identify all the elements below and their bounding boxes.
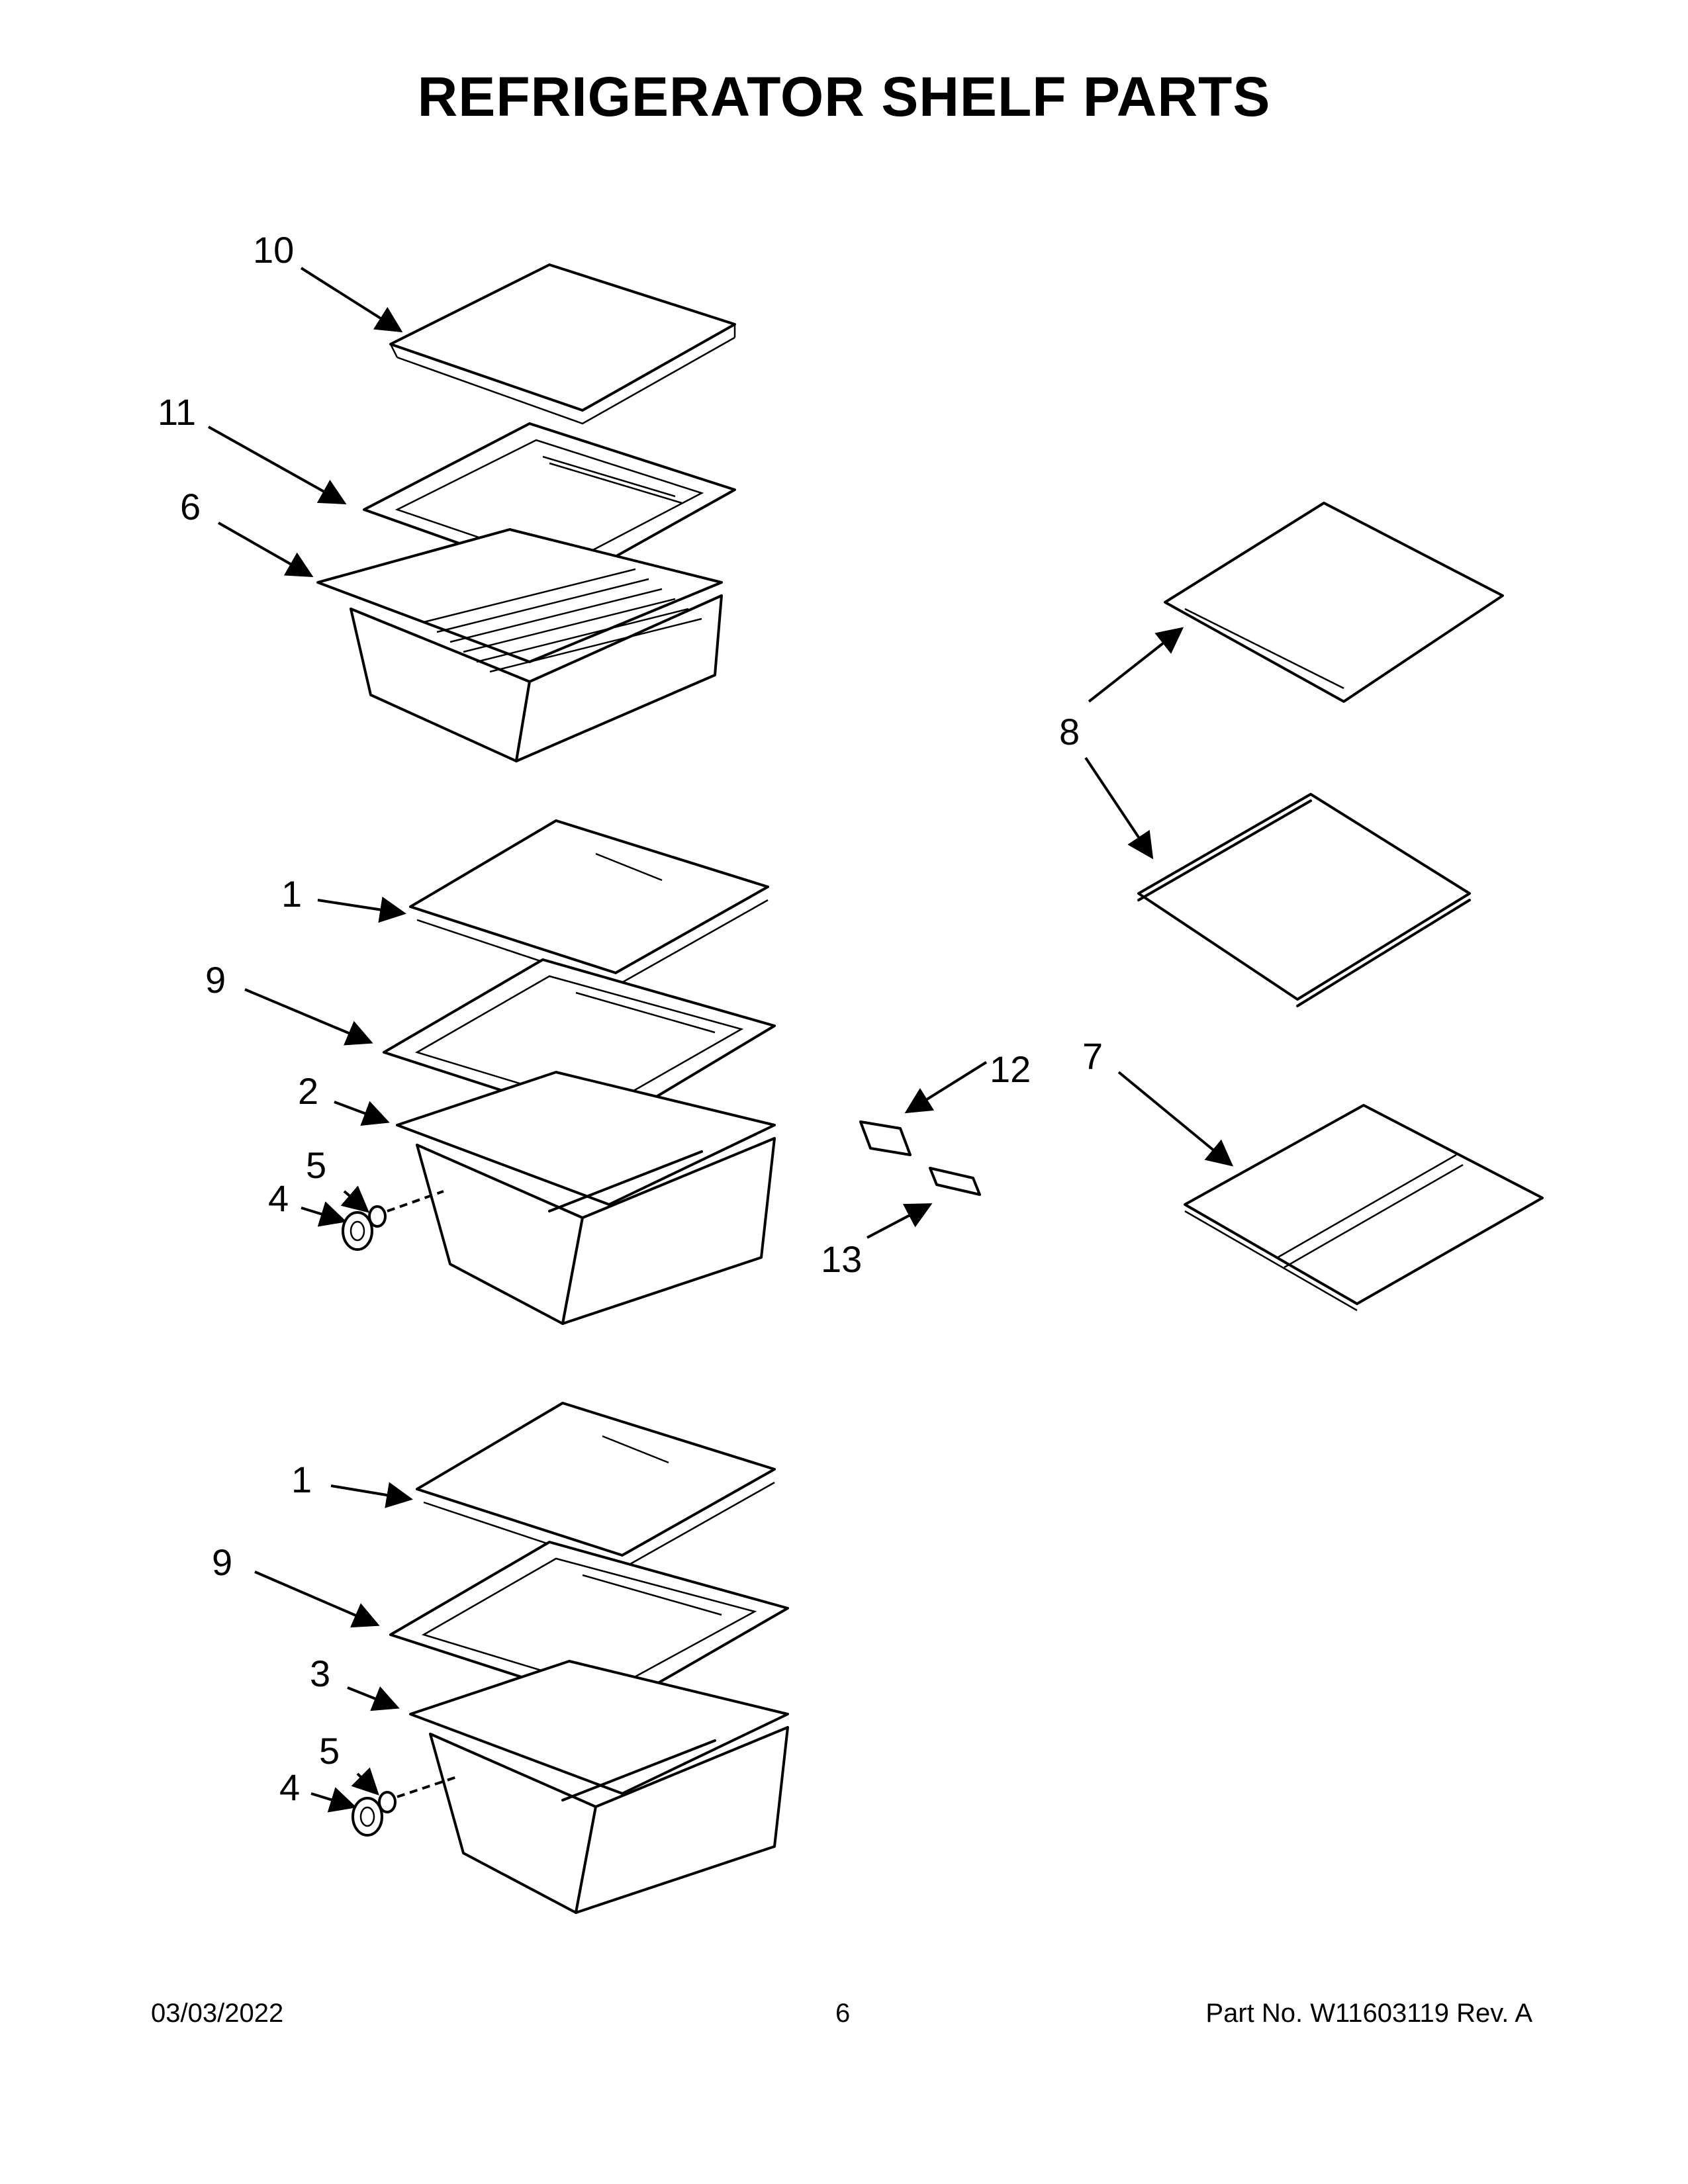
glass-shelf-1-upper: [409, 819, 769, 987]
callout-8: 8: [1059, 711, 1080, 752]
footer-part-number: Part No. W11603119 Rev. A: [1205, 1999, 1532, 2028]
page-title: REFRIGERATOR SHELF PARTS: [417, 66, 1271, 128]
footer-date: 03/03/2022: [151, 1999, 284, 2028]
crisper-drawer-3: [409, 1660, 789, 1914]
callout-5-lower: 5: [319, 1730, 340, 1772]
crisper-drawer-2: [396, 1071, 776, 1325]
glass-shelf-1-lower: [416, 1402, 776, 1570]
shelf-bracket-12: [859, 1120, 912, 1156]
shelf-7: [1184, 1104, 1544, 1312]
callout-3: 3: [310, 1653, 330, 1694]
callout-13: 13: [821, 1238, 862, 1280]
callout-5-upper: 5: [306, 1144, 326, 1186]
callout-12: 12: [990, 1048, 1031, 1090]
callout-7: 7: [1082, 1035, 1103, 1077]
drawer-ribs: [423, 568, 702, 673]
callout-4-lower: 4: [279, 1766, 300, 1808]
footer-page-number: 6: [835, 1999, 851, 2028]
glass-shelf-10: [389, 263, 736, 425]
callout-2: 2: [298, 1070, 318, 1112]
callout-4-upper: 4: [268, 1177, 289, 1219]
callout-11: 11: [158, 391, 196, 433]
callout-1-lower: 1: [291, 1459, 312, 1500]
roller-screw-5-lower: [378, 1776, 457, 1813]
glass-shelf-8-lower: [1137, 793, 1471, 1007]
callout-9-lower: 9: [212, 1541, 232, 1583]
callout-10: 10: [253, 229, 294, 271]
callout-1-upper: 1: [281, 873, 302, 915]
callout-9-upper: 9: [205, 959, 226, 1001]
shelf-bracket-13: [929, 1167, 981, 1196]
drawer-roller-4-upper: [342, 1211, 373, 1251]
crisper-drawer-6: [316, 528, 723, 762]
glass-shelf-8-upper: [1164, 502, 1504, 703]
callout-6: 6: [180, 486, 201, 527]
drawer-roller-4-lower: [352, 1797, 383, 1837]
roller-screw-5-upper: [368, 1190, 444, 1228]
